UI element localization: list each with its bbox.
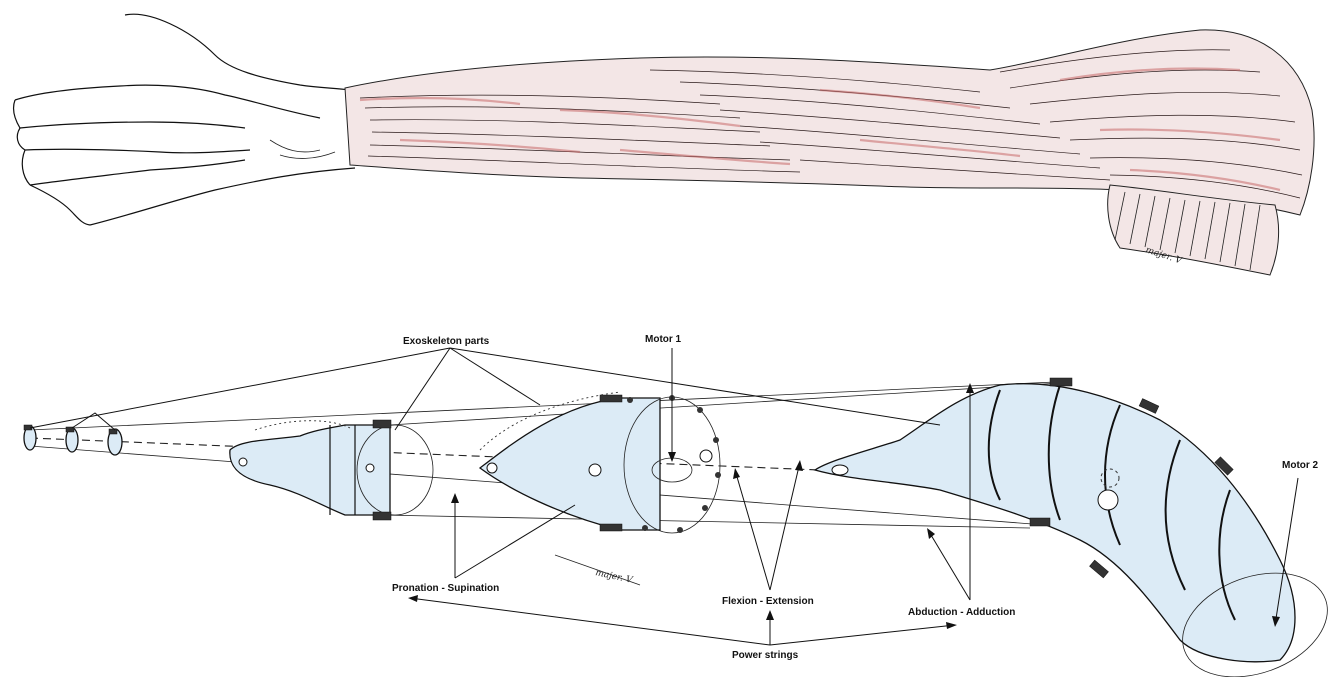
- label-pronation-supination: Pronation - Supination: [392, 583, 499, 594]
- label-abduction-adduction: Abduction - Adduction: [908, 607, 1015, 618]
- exoskeleton-schematic: Exoskeleton parts Motor 1 Motor 2 Pronat…: [24, 334, 1342, 677]
- label-flexion-extension: Flexion - Extension: [722, 596, 814, 607]
- forearm-segment: [480, 392, 721, 533]
- forearm-muscles: [345, 30, 1314, 215]
- label-power-strings: Power strings: [732, 650, 799, 661]
- wrist-segment: [230, 420, 433, 520]
- upper-arm-segment: [815, 378, 1342, 677]
- label-exoskeleton-parts: Exoskeleton parts: [403, 336, 490, 347]
- anatomical-arm-illustration: majer. V: [14, 14, 1314, 275]
- label-motor-1: Motor 1: [645, 334, 682, 345]
- hand-outline: [14, 14, 355, 225]
- label-motor-2: Motor 2: [1282, 460, 1319, 471]
